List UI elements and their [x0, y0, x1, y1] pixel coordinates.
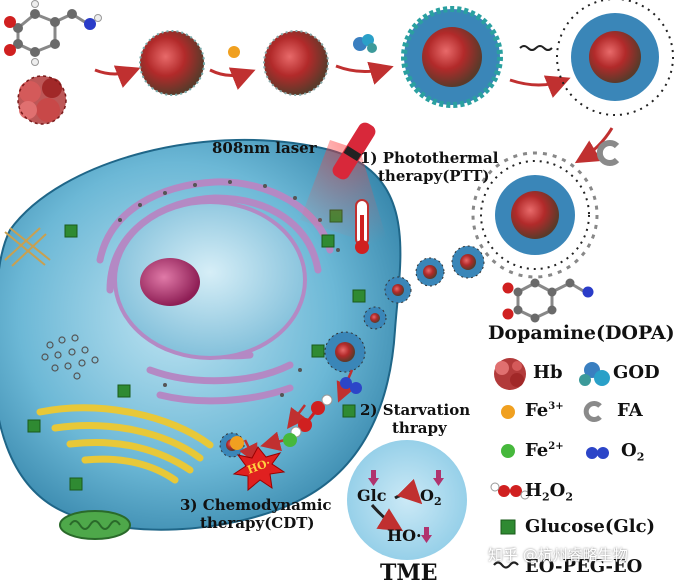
thermometer-icon: [355, 199, 369, 254]
nucleolus: [140, 258, 200, 306]
arrow-step-5: [574, 127, 614, 164]
starvation-label-line1: 2) Starvation: [360, 401, 471, 419]
ptt-label-line2: therapy(PTT): [378, 167, 490, 185]
laser-label: 808nm laser: [212, 139, 317, 157]
nanoparticles-entering: [219, 245, 485, 458]
legend-peg-label: EO-PEG-EO: [525, 556, 643, 577]
tme-o2-label: O2: [420, 486, 442, 509]
legend-hb-icon: [494, 358, 526, 390]
legend-fa-icon: [583, 401, 602, 422]
peg-chain-small: [519, 45, 553, 51]
arrow-step-3: [335, 61, 394, 85]
particle-stage-2: [263, 30, 329, 96]
ribosome-dots: [118, 180, 340, 397]
cytoskeleton-fibers: [4, 227, 51, 267]
starvation-label-line2: thrapy: [392, 419, 447, 437]
legend-dopamine-label: Dopamine(DOPA): [488, 322, 675, 344]
cdt-label-line1: 3) Chemodynamic: [180, 496, 332, 514]
tme-ho-label: HO·: [387, 526, 422, 545]
legend-fe2-icon: [501, 444, 515, 458]
legend-dopamine-icon: [502, 278, 594, 323]
legend-o2-icon: [586, 447, 609, 459]
ptt-label-line1: 1) Photothermal: [360, 149, 499, 167]
nucleus: [113, 200, 307, 360]
fe3-ion-top: [228, 46, 240, 58]
dopamine-molecule-top: [4, 0, 102, 66]
tme-title: TME: [380, 560, 438, 584]
god-enzyme-top: [353, 34, 377, 53]
particle-stage-1: [139, 30, 205, 96]
tme-glc-label: Glc: [357, 486, 387, 505]
particle-stage-3-god-coated: [401, 6, 503, 108]
legend-o2-label: O2: [621, 440, 645, 464]
h2o2-molecule-cell: [290, 394, 333, 438]
legend-god-label: GOD: [613, 362, 660, 383]
legend-fe3-icon: [501, 405, 515, 419]
laser-pointer-icon: [332, 122, 376, 180]
legend-glucose-icon: [500, 519, 516, 535]
hemoglobin-cluster-top: [17, 75, 67, 125]
particle-stage-4-pegylated: [556, 0, 674, 116]
fe3-ion-cell: [230, 436, 244, 450]
legend-fe3-label: Fe3+: [525, 400, 564, 421]
legend-h2o2-label: H2O2: [525, 480, 574, 504]
arrow-step-1: [94, 65, 141, 88]
mitochondrion: [59, 510, 131, 540]
tme-up-arrows: [368, 470, 444, 543]
cdt-label-line2: therapy(CDT): [200, 514, 315, 532]
arrow-step-4: [509, 75, 571, 98]
o2-molecule-cell: [340, 377, 362, 394]
legend-hb-label: Hb: [533, 362, 563, 383]
vesicle-cluster: [41, 334, 99, 380]
hydroxyl-radical-burst: [232, 446, 286, 492]
legend-glucose-label: Glucose(Glc): [525, 516, 656, 537]
watermark: 知乎 @杭州睿略生物: [488, 546, 628, 564]
legend-fa-label: FA: [617, 400, 643, 421]
glucose-cubes: [27, 209, 366, 491]
fa-icon-top: [596, 140, 620, 166]
legend-peg-icon: [493, 561, 519, 569]
particle-final-fa-targeted: [471, 151, 599, 279]
arrow-step-2: [209, 67, 256, 90]
fe2-ion-cell: [283, 433, 297, 447]
legend-god-icon: [579, 362, 610, 386]
golgi-apparatus: [36, 404, 214, 484]
legend-fe2-label: Fe2+: [525, 440, 564, 461]
tme-arrows: [370, 478, 423, 532]
legend-h2o2-icon: [490, 482, 530, 500]
